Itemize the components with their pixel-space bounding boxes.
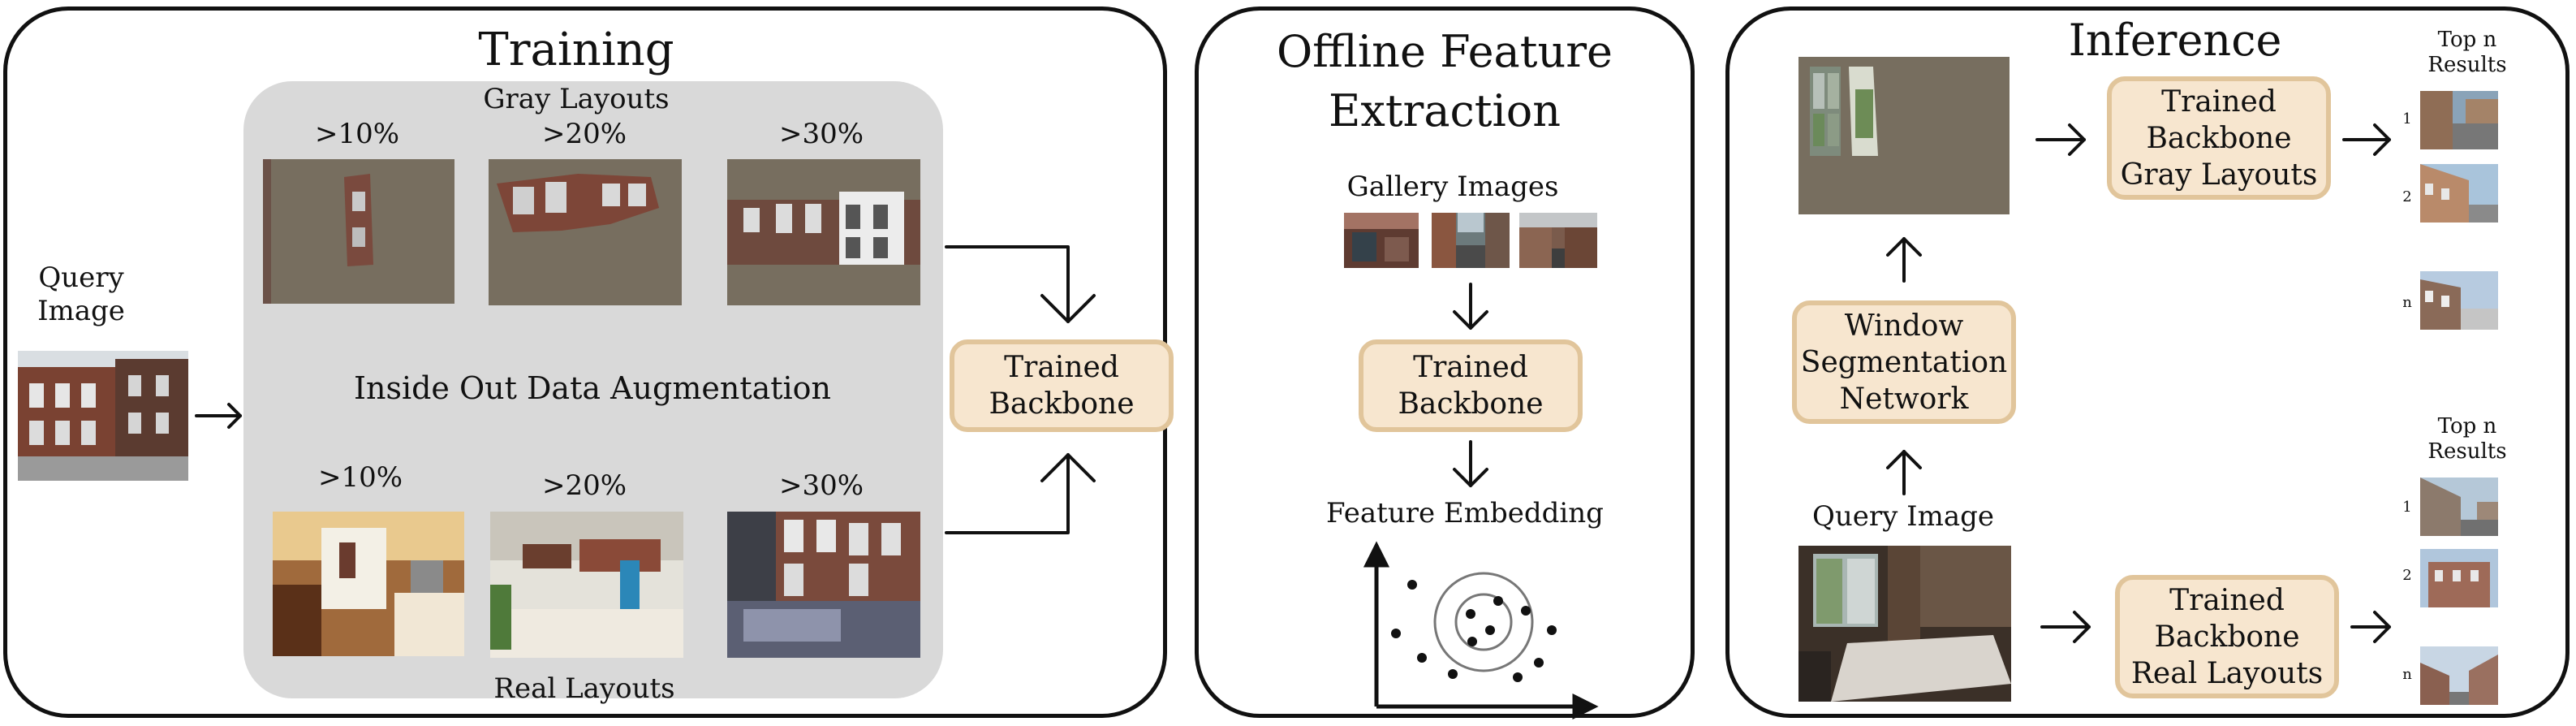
rank-top-n: n xyxy=(2402,294,2412,311)
embedding-point xyxy=(1521,606,1531,616)
embedding-point xyxy=(1547,625,1557,635)
result-bottom-n xyxy=(2420,646,2498,705)
gallery-image-2 xyxy=(1432,213,1510,268)
embedding-point xyxy=(1493,596,1503,606)
segmented-layout-image xyxy=(1798,57,2010,214)
embedding-plot xyxy=(1363,541,1599,720)
training-query-label: Query Image xyxy=(37,261,125,327)
gallery-image-3 xyxy=(1519,213,1597,268)
result-top-1 xyxy=(2420,91,2498,149)
embedding-point xyxy=(1467,637,1477,646)
gray-layout-image-20 xyxy=(489,159,682,305)
real-layout-image-20 xyxy=(490,512,683,658)
gray-layout-image-30 xyxy=(727,159,920,305)
result-bottom-1 xyxy=(2420,478,2498,536)
rank-top-1: 1 xyxy=(2402,110,2412,127)
embedding-label: Feature Embedding xyxy=(1326,497,1604,529)
embedding-point xyxy=(1513,672,1523,682)
embedding-x-arrowhead xyxy=(1572,693,1599,720)
embedding-point xyxy=(1448,669,1458,679)
inference-query-label: Query Image xyxy=(1812,500,1994,533)
real-layout-image-30 xyxy=(727,512,920,658)
real-layout-image-10 xyxy=(273,512,464,656)
training-title: Training xyxy=(478,24,674,76)
gallery-label: Gallery Images xyxy=(1346,171,1559,203)
result-top-2 xyxy=(2420,164,2498,223)
training-query-image xyxy=(18,351,188,481)
inference-query-image xyxy=(1798,546,2011,702)
offline-title: Offline Feature Extraction xyxy=(1277,26,1613,136)
topn-bottom-label: Top n Results xyxy=(2427,414,2507,465)
offline-backbone-box: Trained Backbone xyxy=(1359,339,1583,432)
inference-title: Inference xyxy=(2068,15,2282,66)
pct-bottom-2: >20% xyxy=(541,469,627,502)
embedding-outer-ring xyxy=(1433,572,1534,672)
gray-layouts-label: Gray Layouts xyxy=(483,83,670,115)
gray-layout-image-10 xyxy=(263,159,454,304)
backbone-gray-box: Trained Backbone Gray Layouts xyxy=(2107,76,2331,200)
real-layouts-label: Real Layouts xyxy=(493,672,675,705)
arrow-gray-to-backbone xyxy=(945,245,1070,323)
embedding-point xyxy=(1391,629,1401,638)
segmentation-network-box: Window Segmentation Network xyxy=(1792,300,2016,424)
rank-top-2: 2 xyxy=(2402,188,2412,205)
embedding-point xyxy=(1466,609,1475,619)
embedding-inner-ring xyxy=(1454,593,1513,651)
training-backbone-box: Trained Backbone xyxy=(950,339,1174,432)
pct-bottom-3: >30% xyxy=(778,469,864,502)
pct-bottom-1: >10% xyxy=(317,461,403,494)
embedding-point xyxy=(1417,653,1427,663)
augmentation-label: Inside Out Data Augmentation xyxy=(353,370,832,406)
pct-top-1: >10% xyxy=(314,118,400,150)
gallery-image-1 xyxy=(1344,213,1419,268)
embedding-point xyxy=(1534,658,1544,668)
embedding-y-arrowhead xyxy=(1363,541,1390,568)
embedding-point xyxy=(1485,625,1495,635)
topn-top-label: Top n Results xyxy=(2427,28,2507,78)
rank-bottom-2: 2 xyxy=(2402,567,2412,584)
arrow-real-to-backbone xyxy=(945,453,1070,534)
backbone-real-box: Trained Backbone Real Layouts xyxy=(2115,575,2339,698)
rank-bottom-n: n xyxy=(2402,666,2412,683)
result-top-n xyxy=(2420,271,2498,330)
pct-top-2: >20% xyxy=(541,118,627,150)
embedding-point xyxy=(1407,580,1417,590)
pct-top-3: >30% xyxy=(778,118,864,150)
result-bottom-2 xyxy=(2420,549,2498,607)
rank-bottom-1: 1 xyxy=(2402,499,2412,516)
